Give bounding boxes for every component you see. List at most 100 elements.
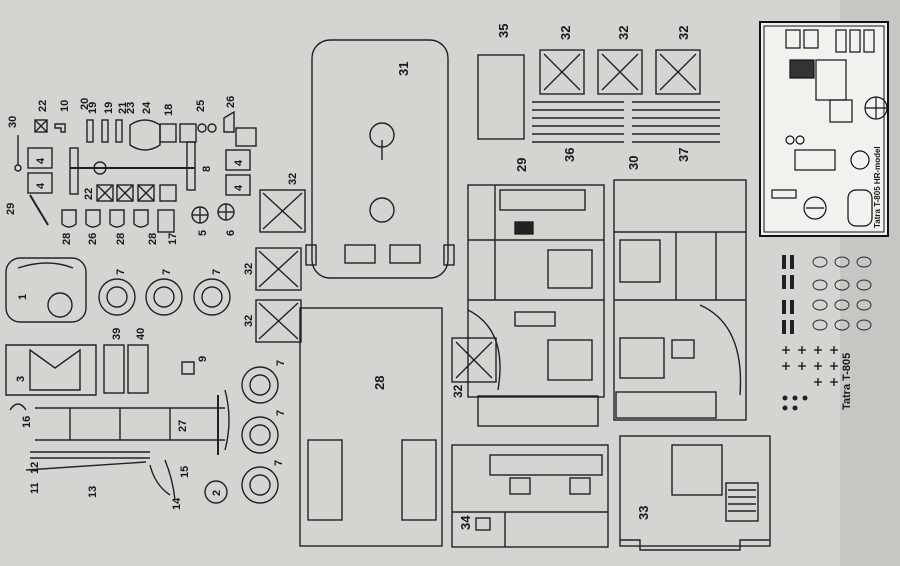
label-32g: 32 [451, 384, 465, 398]
label-36: 36 [562, 148, 577, 162]
label-27: 27 [177, 420, 189, 432]
part-36-slats [532, 101, 624, 143]
label-9: 9 [197, 356, 209, 362]
label-4c: 4 [233, 159, 245, 166]
label-28c: 28 [147, 233, 159, 245]
label-26b: 26 [87, 233, 99, 245]
part-33-panel [619, 435, 771, 551]
label-30a: 30 [7, 116, 19, 128]
label-15: 15 [179, 466, 191, 478]
label-7f: 7 [273, 460, 285, 466]
part-32-crossed-boxes-top [539, 49, 701, 95]
label-34: 34 [458, 515, 473, 530]
label-29a: 29 [5, 203, 17, 215]
part-2-circle [204, 480, 228, 504]
label-29b: 29 [514, 158, 529, 172]
label-25: 25 [195, 100, 207, 112]
label-32b: 32 [243, 263, 255, 275]
label-4d: 4 [233, 184, 245, 191]
label-17: 17 [167, 233, 179, 245]
label-26a: 26 [225, 96, 237, 108]
part-number-labels: 30 22 10 19 19 20 23 21 24 18 25 26 4 4 … [5, 24, 691, 530]
label-30b: 30 [626, 156, 641, 170]
part-28-small-pieces [61, 209, 175, 233]
part-37-slats [632, 101, 720, 143]
label-12: 12 [29, 462, 41, 474]
label-6: 6 [225, 230, 237, 236]
label-13: 13 [87, 486, 99, 498]
label-32e: 32 [616, 26, 631, 40]
label-22a: 22 [37, 100, 49, 112]
label-4a: 4 [35, 157, 47, 164]
label-37: 37 [676, 148, 691, 162]
label-10: 10 [59, 100, 71, 112]
part-32-crossed-boxes-left [255, 189, 306, 343]
part-5-gear [191, 206, 209, 224]
part-4-panels [27, 147, 251, 196]
label-11: 11 [29, 482, 41, 494]
label-19a: 19 [87, 102, 99, 114]
part-22-crossed-box [34, 119, 48, 133]
label-14: 14 [171, 497, 183, 510]
label-7b: 7 [161, 269, 173, 275]
photo-etch-fret: Tatra T-805 HR-model [759, 21, 889, 237]
part-22-crossed-boxes [96, 184, 177, 202]
part-31-roof-panel [305, 39, 455, 279]
part-7-wheels-row [98, 278, 231, 316]
label-32f: 32 [676, 26, 691, 40]
label-24: 24 [141, 101, 153, 114]
label-7c: 7 [211, 269, 223, 275]
label-32d: 32 [558, 26, 573, 40]
label-7d: 7 [275, 360, 287, 366]
part-25-mirrors [197, 123, 217, 133]
label-7a: 7 [115, 269, 127, 275]
part-10-bracket [54, 123, 66, 133]
part-35-panel [477, 54, 525, 140]
part-28-floor-panel [299, 307, 443, 547]
label-18: 18 [163, 104, 175, 116]
label-28a: 28 [61, 233, 73, 245]
label-31: 31 [396, 62, 411, 76]
part-39-40-panels [103, 344, 149, 394]
decal-sheet: Tatra T-805 [782, 255, 872, 411]
label-8: 8 [201, 166, 213, 172]
label-28d: 28 [372, 376, 387, 390]
label-1: 1 [17, 294, 29, 300]
part-27-chassis-frame [35, 389, 230, 455]
part-32-crossed-box-middle [451, 337, 497, 383]
label-33: 33 [636, 506, 651, 520]
label-32c: 32 [243, 315, 255, 327]
part-29-side-panel [467, 184, 605, 427]
part-9-small-piece [181, 361, 195, 375]
label-19b: 19 [103, 102, 115, 114]
label-7e: 7 [275, 410, 287, 416]
decal-label: Tatra T-805 [841, 353, 853, 410]
part-8-axle-assembly [69, 141, 196, 195]
part-30-side-panel [613, 179, 747, 421]
label-22b: 22 [83, 188, 95, 200]
part-30-rod [14, 135, 22, 172]
label-20: 20 [79, 98, 91, 110]
label-21: 21 [117, 102, 129, 114]
parts-14-15-levers [149, 459, 176, 501]
label-2: 2 [211, 490, 223, 496]
part-24-bracket [129, 119, 161, 151]
label-32a: 32 [287, 173, 299, 185]
label-4b: 4 [35, 182, 47, 189]
label-5: 5 [197, 230, 209, 236]
part-26-panels [223, 110, 257, 147]
parts-11-12-13-rails [25, 451, 150, 471]
label-28b: 28 [115, 233, 127, 245]
part-1-rear-panel [5, 257, 87, 323]
label-35: 35 [496, 24, 511, 38]
label-39: 39 [111, 328, 123, 340]
part-3-grille [5, 344, 97, 396]
label-16: 16 [21, 416, 33, 428]
pe-fret-label: Tatra T-805 HR-model [873, 146, 882, 228]
part-7-wheels-column [241, 366, 279, 504]
part-29-lever [29, 194, 49, 226]
label-40: 40 [135, 328, 147, 340]
part-34-panel [451, 444, 609, 548]
